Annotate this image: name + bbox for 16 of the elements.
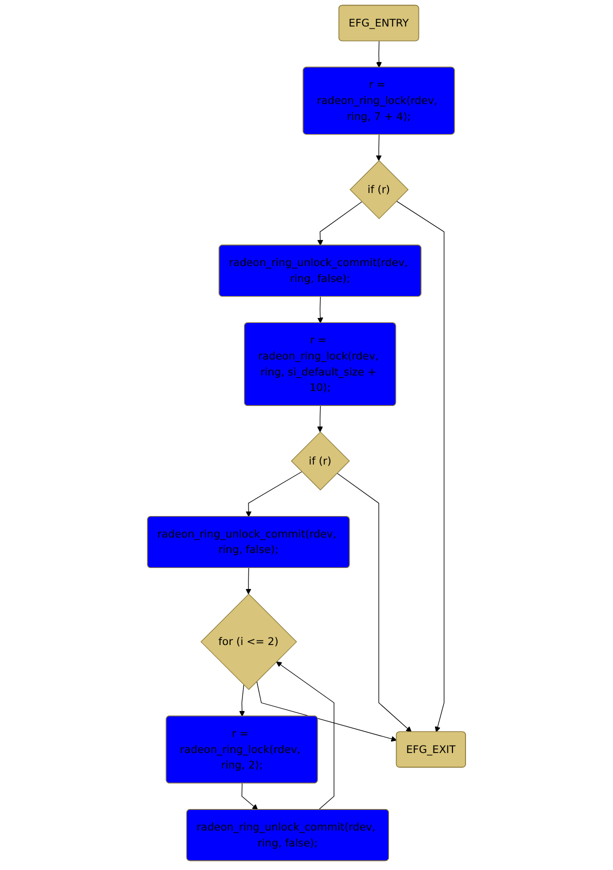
arrow <box>276 661 334 810</box>
node-diamond: if (r) <box>290 431 350 490</box>
arrow <box>376 134 382 161</box>
node-diamond: for (i <= 2) <box>200 594 297 690</box>
arrow <box>317 296 324 324</box>
arrow <box>317 201 362 246</box>
arrow <box>242 783 258 810</box>
node-diamond: if (r) <box>350 160 409 220</box>
arrow <box>256 680 397 742</box>
arrow <box>246 471 302 517</box>
arrow <box>317 406 323 432</box>
arrow <box>246 568 252 594</box>
arrow <box>376 40 382 68</box>
arrow <box>396 200 444 732</box>
arrow <box>239 684 245 717</box>
arrow <box>336 472 412 732</box>
